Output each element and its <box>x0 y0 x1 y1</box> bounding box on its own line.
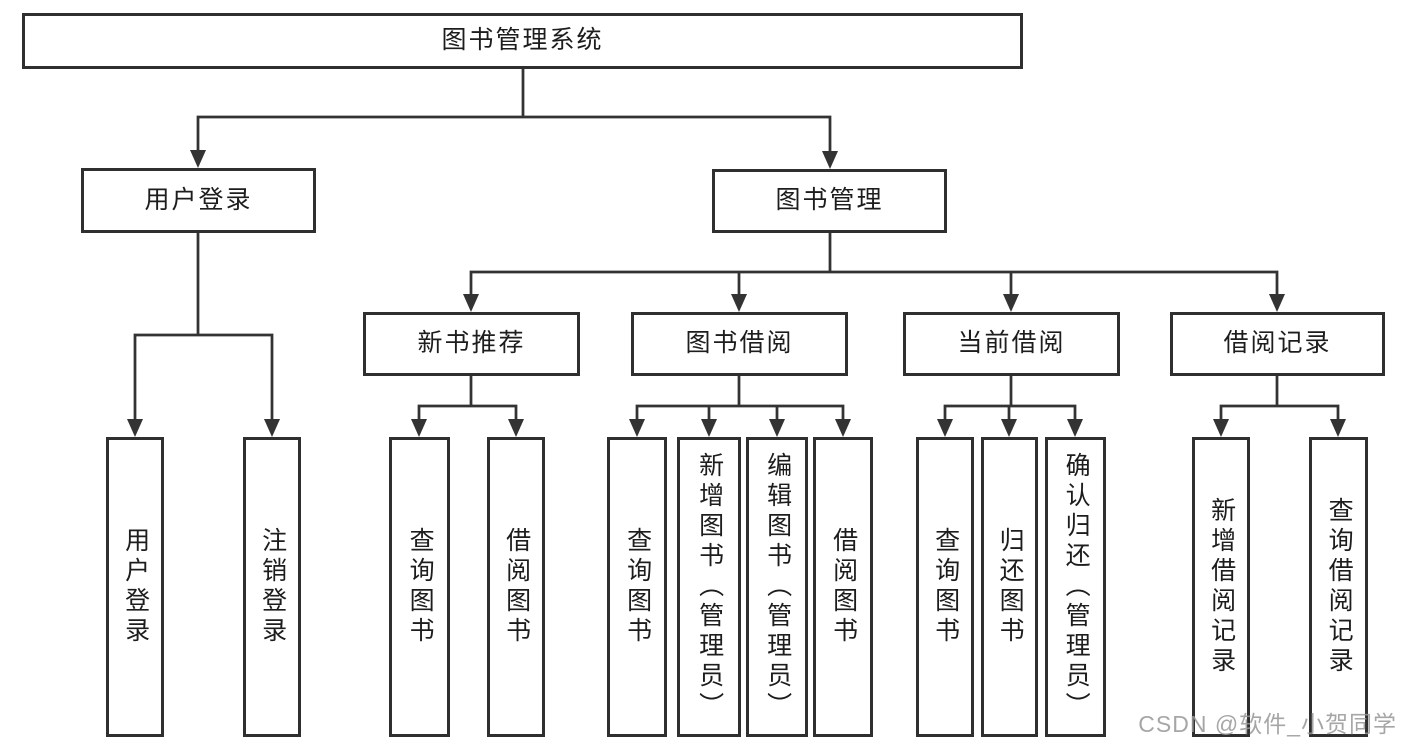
node-leaf-query-borrow-record: 查询借阅记录 <box>1309 437 1368 737</box>
node-leaf-query-books-recommend: 查询图书 <box>389 437 450 737</box>
node-leaf-borrow-books-recommend: 借阅图书 <box>487 437 545 737</box>
node-leaf-return-books: 归还图书 <box>981 437 1038 737</box>
watermark: CSDN @软件_小贺同学 <box>1138 711 1397 737</box>
node-root: 图书管理系统 <box>22 13 1023 69</box>
node-leaf-add-borrow-record: 新增借阅记录 <box>1192 437 1250 737</box>
node-leaf-borrow-books-borrowing: 借阅图书 <box>813 437 873 737</box>
node-leaf-logout: 注销登录 <box>243 437 301 737</box>
node-leaf-query-books-borrowing: 查询图书 <box>607 437 667 737</box>
node-user-login: 用户登录 <box>81 168 316 233</box>
node-book-management: 图书管理 <box>712 169 947 233</box>
node-borrowing-records: 借阅记录 <box>1170 312 1385 376</box>
node-leaf-query-books-current: 查询图书 <box>916 437 974 737</box>
node-leaf-add-books-admin: 新增图书（管理员） <box>677 437 741 737</box>
arrowheads <box>127 150 1346 437</box>
node-leaf-edit-books-admin: 编辑图书（管理员） <box>746 437 808 737</box>
node-leaf-user-login: 用户登录 <box>106 437 164 737</box>
node-new-book-recommend: 新书推荐 <box>363 312 580 376</box>
node-current-borrowing: 当前借阅 <box>903 312 1120 376</box>
node-book-borrowing: 图书借阅 <box>631 312 848 376</box>
node-leaf-confirm-return-admin: 确认归还（管理员） <box>1045 437 1106 737</box>
